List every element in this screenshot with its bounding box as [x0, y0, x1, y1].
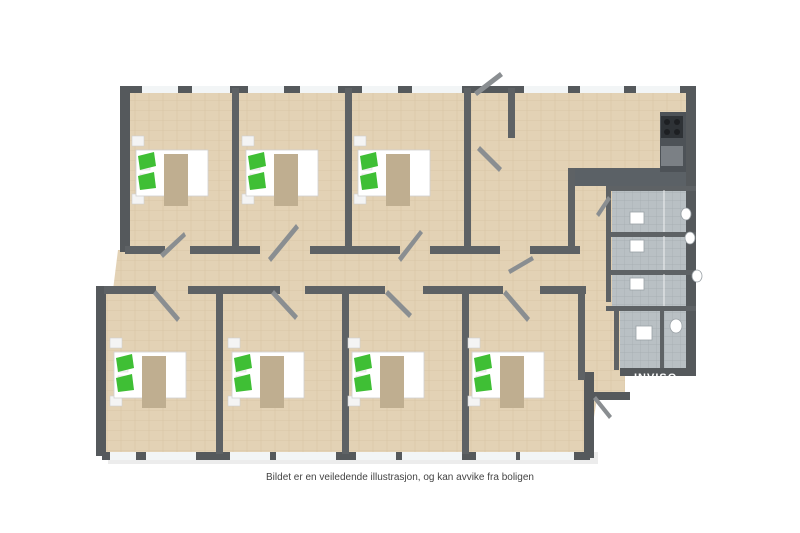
- chair-icon: [354, 354, 372, 392]
- chair-icon: [474, 354, 492, 392]
- stove-icon: [661, 116, 683, 138]
- kitchen-counter: [574, 168, 686, 186]
- bedroom: [109, 337, 187, 408]
- bathroom-floor-3: [612, 274, 696, 308]
- window: [300, 86, 338, 93]
- window: [580, 86, 624, 93]
- bedroom: [227, 337, 305, 408]
- outer-walls: [96, 86, 696, 460]
- top-wall-windows: [124, 86, 690, 93]
- window: [412, 86, 462, 93]
- bed-icon: [113, 351, 187, 408]
- bedroom: [131, 135, 209, 206]
- chair-icon: [234, 354, 252, 392]
- window: [520, 452, 574, 460]
- window: [142, 86, 178, 93]
- toilet-icon: [669, 207, 703, 334]
- nightstand: [131, 135, 145, 147]
- bedroom: [241, 135, 319, 206]
- window: [248, 86, 284, 93]
- bathroom-floor-2: [612, 236, 696, 272]
- sink-icon: [629, 211, 653, 341]
- watermark-text: INVISO: [634, 372, 678, 384]
- window: [146, 452, 196, 460]
- nightstand: [353, 135, 367, 147]
- fridge: [661, 146, 683, 166]
- door-leaves: [153, 72, 612, 419]
- bed-icon: [351, 351, 425, 408]
- chair-icon: [248, 152, 266, 190]
- window: [230, 452, 270, 460]
- bottom-wall-windows: [110, 452, 574, 460]
- caption-text: Bildet er en veiledende illustrasjon, og…: [266, 472, 534, 483]
- bathroom-floor-4: [620, 310, 696, 370]
- bedroom: [467, 337, 545, 408]
- nightstand: [347, 337, 361, 349]
- window: [192, 86, 230, 93]
- window: [362, 86, 398, 93]
- interior-walls: [104, 88, 696, 454]
- window: [402, 452, 462, 460]
- nightstand: [109, 337, 123, 349]
- top-wall: [124, 86, 690, 93]
- window: [476, 452, 516, 460]
- window: [524, 86, 568, 93]
- nightstand: [241, 135, 255, 147]
- window: [356, 452, 396, 460]
- nightstand: [467, 337, 481, 349]
- window: [276, 452, 336, 460]
- bed-icon: [245, 149, 319, 206]
- chair-icon: [138, 152, 156, 190]
- chair-icon: [116, 354, 134, 392]
- chair-icon: [360, 152, 378, 190]
- bedrooms: [109, 135, 545, 408]
- window: [636, 86, 680, 93]
- nightstand: [227, 337, 241, 349]
- window: [110, 452, 136, 460]
- bedroom: [353, 135, 431, 206]
- bedroom: [347, 337, 425, 408]
